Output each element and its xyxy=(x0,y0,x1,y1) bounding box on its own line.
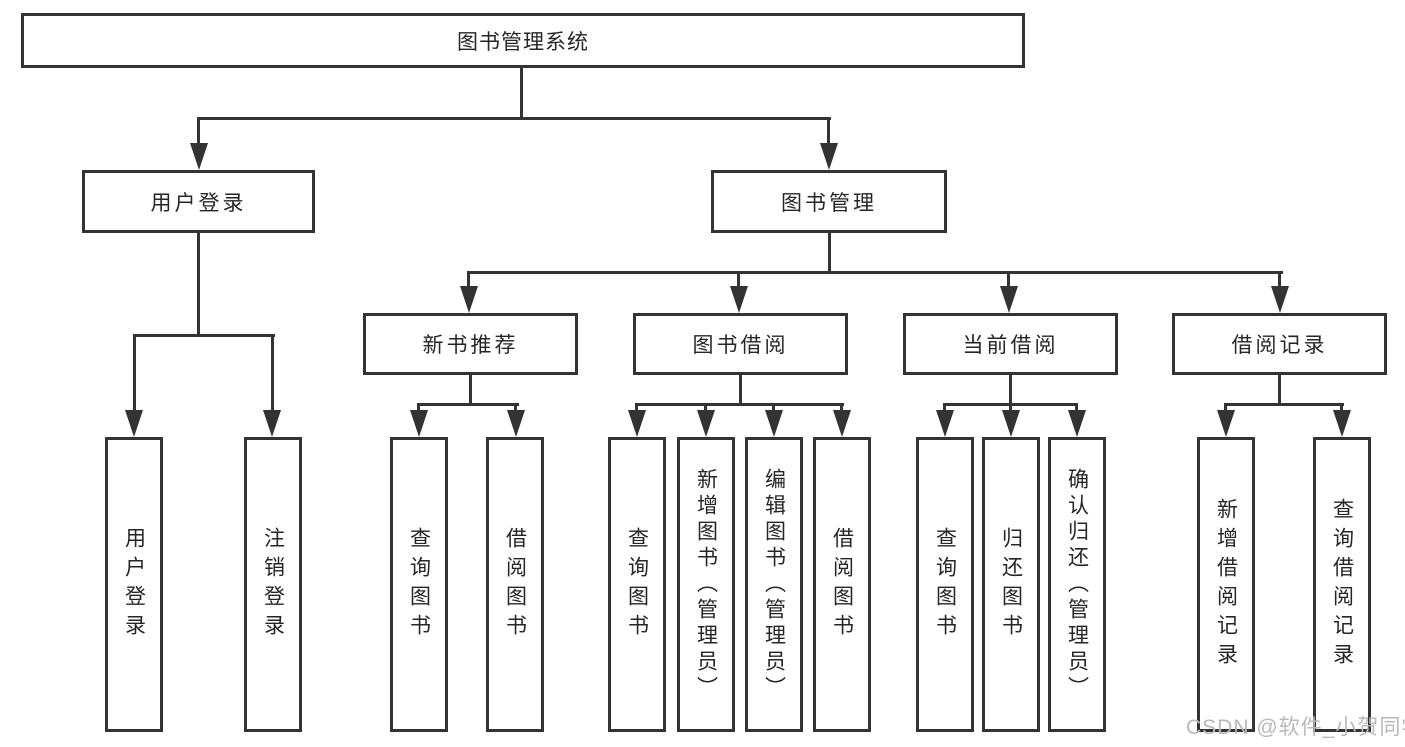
leaf-query-books-3: 查询图书 xyxy=(916,437,974,732)
arrowhead-down-icon xyxy=(125,410,143,437)
node-borrowing-records: 借阅记录 xyxy=(1172,313,1387,375)
arrowhead-down-icon xyxy=(1000,286,1018,313)
arrowhead-down-icon xyxy=(730,286,748,313)
connector-vline xyxy=(635,403,638,413)
leaf-user-login: 用户登录 xyxy=(105,437,163,732)
leaf-add-book-admin: 新增图书（管理员） xyxy=(677,437,735,732)
leaf-return-books: 归还图书 xyxy=(982,437,1040,732)
node-label: 归还图书 xyxy=(999,526,1023,643)
node-label: 用户登录 xyxy=(150,191,247,215)
leaf-query-books-2: 查询图书 xyxy=(608,437,666,732)
leaf-logout-login: 注销登录 xyxy=(244,437,302,732)
node-label: 图书管理系统 xyxy=(457,30,589,54)
arrowhead-down-icon xyxy=(1002,410,1020,437)
leaf-borrow-books-2: 借阅图书 xyxy=(813,437,871,732)
connector-vline xyxy=(737,271,740,289)
node-current-borrowing: 当前借阅 xyxy=(903,313,1118,375)
connector-vline xyxy=(133,334,136,414)
node-label: 查询图书 xyxy=(407,526,431,643)
connector-vline xyxy=(1009,375,1012,405)
node-label: 图书借阅 xyxy=(692,334,789,357)
node-label: 借阅图书 xyxy=(830,526,854,643)
leaf-borrow-books-1: 借阅图书 xyxy=(486,437,544,732)
connector-vline xyxy=(520,68,523,117)
arrowhead-down-icon xyxy=(190,143,208,170)
connector-hline xyxy=(418,403,519,406)
connector-vline xyxy=(514,403,517,413)
arrowhead-down-icon xyxy=(1217,410,1235,437)
connector-vline xyxy=(1340,403,1343,413)
node-book-management: 图书管理 xyxy=(711,170,947,233)
node-label: 图书管理 xyxy=(781,191,877,215)
connector-vline xyxy=(1278,271,1281,289)
node-label: 借阅记录 xyxy=(1231,334,1328,357)
node-label: 当前借阅 xyxy=(962,334,1059,357)
arrowhead-down-icon xyxy=(765,410,783,437)
connector-vline xyxy=(943,403,946,413)
node-new-book-recommend: 新书推荐 xyxy=(363,313,578,375)
leaf-query-books-1: 查询图书 xyxy=(390,437,448,732)
arrowhead-down-icon xyxy=(507,410,525,437)
node-book-borrowing: 图书借阅 xyxy=(633,313,848,375)
node-label: 注销登录 xyxy=(261,526,285,643)
connector-vline xyxy=(1009,403,1012,413)
connector-vline xyxy=(1224,403,1227,413)
connector-vline xyxy=(469,375,472,405)
connector-vline xyxy=(739,375,742,405)
connector-vline xyxy=(417,403,420,413)
arrowhead-down-icon xyxy=(833,410,851,437)
arrowhead-down-icon xyxy=(628,410,646,437)
arrowhead-down-icon xyxy=(1271,286,1289,313)
node-label: 编辑图书（管理员） xyxy=(762,467,786,702)
connector-vline xyxy=(197,117,200,147)
connector-vline xyxy=(840,403,843,413)
arrowhead-down-icon xyxy=(1068,410,1086,437)
node-label: 查询图书 xyxy=(625,526,649,643)
connector-vline xyxy=(704,403,707,413)
node-label: 借阅图书 xyxy=(503,526,527,643)
node-label: 查询图书 xyxy=(933,526,957,643)
node-label: 查询借阅记录 xyxy=(1330,497,1354,672)
connector-vline xyxy=(467,271,470,289)
connector-vline xyxy=(828,233,831,273)
leaf-confirm-return-admin: 确认归还（管理员） xyxy=(1048,437,1106,732)
leaf-edit-book-admin: 编辑图书（管理员） xyxy=(745,437,803,732)
node-label: 新增借阅记录 xyxy=(1214,497,1238,672)
connector-vline xyxy=(1278,375,1281,405)
node-label: 确认归还（管理员） xyxy=(1065,467,1089,702)
arrowhead-down-icon xyxy=(936,410,954,437)
node-label: 新增图书（管理员） xyxy=(694,467,718,702)
connector-hline xyxy=(468,271,1283,274)
arrowhead-down-icon xyxy=(460,286,478,313)
csdn-watermark: CSDN @软件_小贺同学 xyxy=(1186,716,1405,739)
leaf-add-borrow-record: 新增借阅记录 xyxy=(1197,437,1255,732)
connector-vline xyxy=(1075,403,1078,413)
node-label: 新书推荐 xyxy=(422,334,519,357)
connector-hline xyxy=(133,334,275,337)
connector-vline xyxy=(271,334,274,414)
arrowhead-down-icon xyxy=(1333,410,1351,437)
connector-vline xyxy=(197,233,200,336)
node-user-login: 用户登录 xyxy=(82,170,315,233)
arrowhead-down-icon xyxy=(697,410,715,437)
leaf-query-borrow-record: 查询借阅记录 xyxy=(1313,437,1371,732)
connector-hline xyxy=(197,117,831,120)
node-library-management-system: 图书管理系统 xyxy=(21,13,1025,68)
node-label: 用户登录 xyxy=(122,526,146,643)
connector-hline xyxy=(636,403,844,406)
arrowhead-down-icon xyxy=(820,143,838,170)
connector-vline xyxy=(827,117,830,147)
arrowhead-down-icon xyxy=(263,410,281,437)
arrowhead-down-icon xyxy=(410,410,428,437)
connector-hline xyxy=(1225,403,1344,406)
connector-vline xyxy=(1007,271,1010,289)
connector-vline xyxy=(772,403,775,413)
